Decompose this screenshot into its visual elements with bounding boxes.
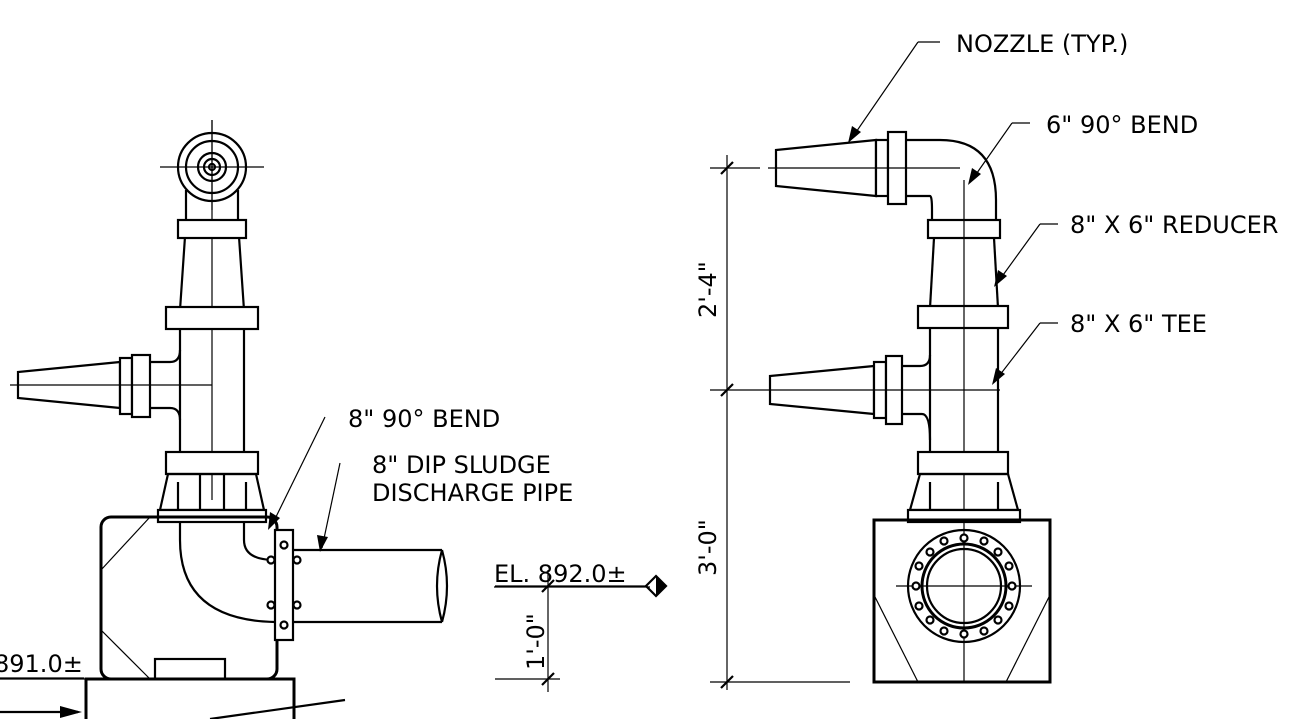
left-side-nozzle xyxy=(10,349,212,421)
right-6in-bend xyxy=(906,138,998,222)
label-tee: 8" X 6" TEE xyxy=(1070,310,1207,338)
elevation-marker xyxy=(495,570,668,692)
left-pump-box xyxy=(99,515,279,681)
left-discharge-pipe xyxy=(293,548,449,624)
dimension-lower-label: 3'-0" xyxy=(694,519,722,576)
label-el-892: EL. 892.0± xyxy=(494,560,627,588)
dimension-upper-label: 2'-4" xyxy=(694,261,722,318)
label-6in-bend: 6" 90° BEND xyxy=(1046,111,1198,139)
label-nozzle: NOZZLE (TYP.) xyxy=(956,30,1128,58)
label-reducer: 8" X 6" REDUCER xyxy=(1070,211,1278,239)
right-pump-box xyxy=(872,518,1052,684)
label-el-891: 891.0± xyxy=(0,650,83,678)
left-8in-bend xyxy=(178,522,302,642)
label-dip-line2: DISCHARGE PIPE xyxy=(372,479,573,507)
right-upper-nozzle xyxy=(768,130,960,206)
left-elevation-view xyxy=(0,120,668,719)
left-foundation xyxy=(0,677,346,719)
label-dip-line1: 8" DIP SLUDGE xyxy=(372,451,551,479)
right-riser-pipe xyxy=(916,180,1010,520)
right-dimension-line xyxy=(710,155,850,690)
right-elevation-view xyxy=(710,41,1058,690)
label-8in-bend: 8" 90° BEND xyxy=(348,405,500,433)
right-lower-nozzle xyxy=(760,354,1000,441)
left-riser-pipe xyxy=(164,120,260,500)
dimension-small-label: 1'-0" xyxy=(522,613,550,670)
